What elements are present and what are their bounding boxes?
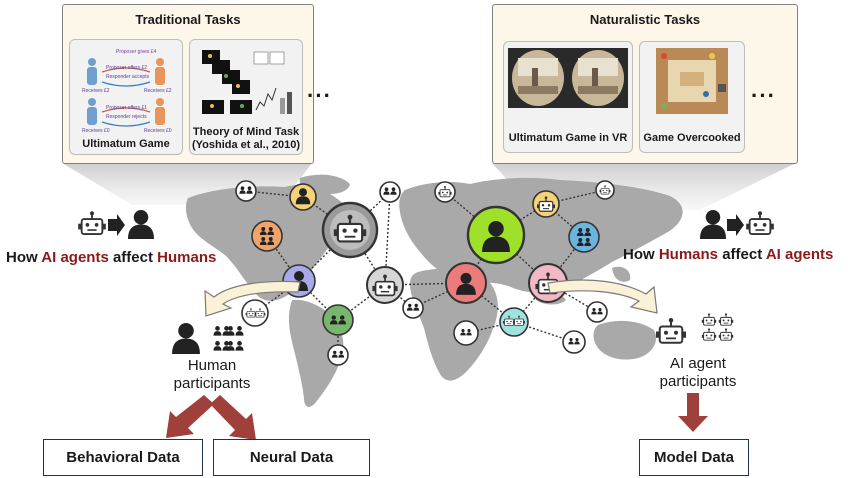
ultimatum-game-label: Ultimatum Game <box>82 138 170 150</box>
theory-of-mind-thumbnail[interactable]: Theory of Mind Task (Yoshida et al., 201… <box>189 39 303 155</box>
naturalistic-tasks-panel: Naturalistic Tasks Ultimatum Game in VR … <box>492 4 798 164</box>
caption-text: How <box>623 246 659 263</box>
caption-text: affect <box>108 249 158 266</box>
ultimatum-receives-left-2: Receives £0 <box>82 128 110 134</box>
ultimatum-diagram: Proposer gives £4 Proposer offers £2 Res… <box>82 49 172 134</box>
behavioral-data-box: Behavioral Data <box>43 439 203 476</box>
ultimatum-receives-right-1: Receives £2 <box>144 88 172 94</box>
theory-of-mind-label-line1: Theory of Mind Task <box>192 126 300 138</box>
overcooked-thumbnail[interactable]: Game Overcooked <box>639 41 745 153</box>
ai-participants-label: AI agent participants <box>652 355 744 391</box>
ultimatum-vr-image <box>508 48 628 108</box>
ultimatum-receives-right-2: Receives £0 <box>144 128 172 134</box>
ultimatum-vr-thumbnail[interactable]: Ultimatum Game in VR <box>503 41 633 153</box>
traditional-tasks-title: Traditional Tasks <box>135 12 241 27</box>
theory-of-mind-image <box>202 50 292 114</box>
ultimatum-responder-rejects-text: Responder rejects <box>106 114 147 120</box>
ultimatum-top-text: Proposer gives £4 <box>116 49 157 55</box>
humans-affect-ai-caption: How Humans affect AI agents <box>623 246 833 263</box>
theory-of-mind-label-line2: (Yoshida et al., 2010) <box>191 139 300 151</box>
ai-participants-line2: participants <box>659 373 737 390</box>
caption-highlight-humans: Humans <box>658 246 719 263</box>
human-participants-line2: participants <box>173 375 251 392</box>
model-data-box: Model Data <box>639 439 749 476</box>
overcooked-image <box>656 48 728 114</box>
ai-affect-humans-caption: How AI agents affect Humans <box>6 249 216 266</box>
ultimatum-responder-accepts-text: Responder accepts <box>106 74 150 80</box>
naturalistic-more-ellipsis: ··· <box>751 83 776 108</box>
ultimatum-offer-accept-text: Proposer offers £2 <box>106 65 147 71</box>
overcooked-label: Game Overcooked <box>643 132 741 144</box>
caption-highlight-ai: AI agents <box>41 249 109 266</box>
human-participants-line1: Human <box>187 357 237 374</box>
human-participants-label: Human participants <box>170 357 254 393</box>
ultimatum-receives-left-1: Receives £2 <box>82 88 110 94</box>
ultimatum-game-thumbnail[interactable]: Proposer gives £4 Proposer offers £2 Res… <box>69 39 183 155</box>
caption-text: How <box>6 249 42 266</box>
ultimatum-vr-label: Ultimatum Game in VR <box>508 132 628 144</box>
ai-participants-line1: AI agent <box>670 355 726 372</box>
traditional-tasks-panel: Traditional Tasks Proposer gives £4 Prop… <box>62 4 331 164</box>
neural-data-box: Neural Data <box>213 439 370 476</box>
caption-text: affect <box>718 246 766 263</box>
caption-highlight-humans: Humans <box>157 249 217 266</box>
ultimatum-offer-reject-text: Proposer offers £1 <box>106 105 147 111</box>
naturalistic-tasks-title: Naturalistic Tasks <box>589 12 701 27</box>
caption-highlight-ai: AI agents <box>765 246 834 263</box>
traditional-more-ellipsis: ··· <box>307 83 332 108</box>
